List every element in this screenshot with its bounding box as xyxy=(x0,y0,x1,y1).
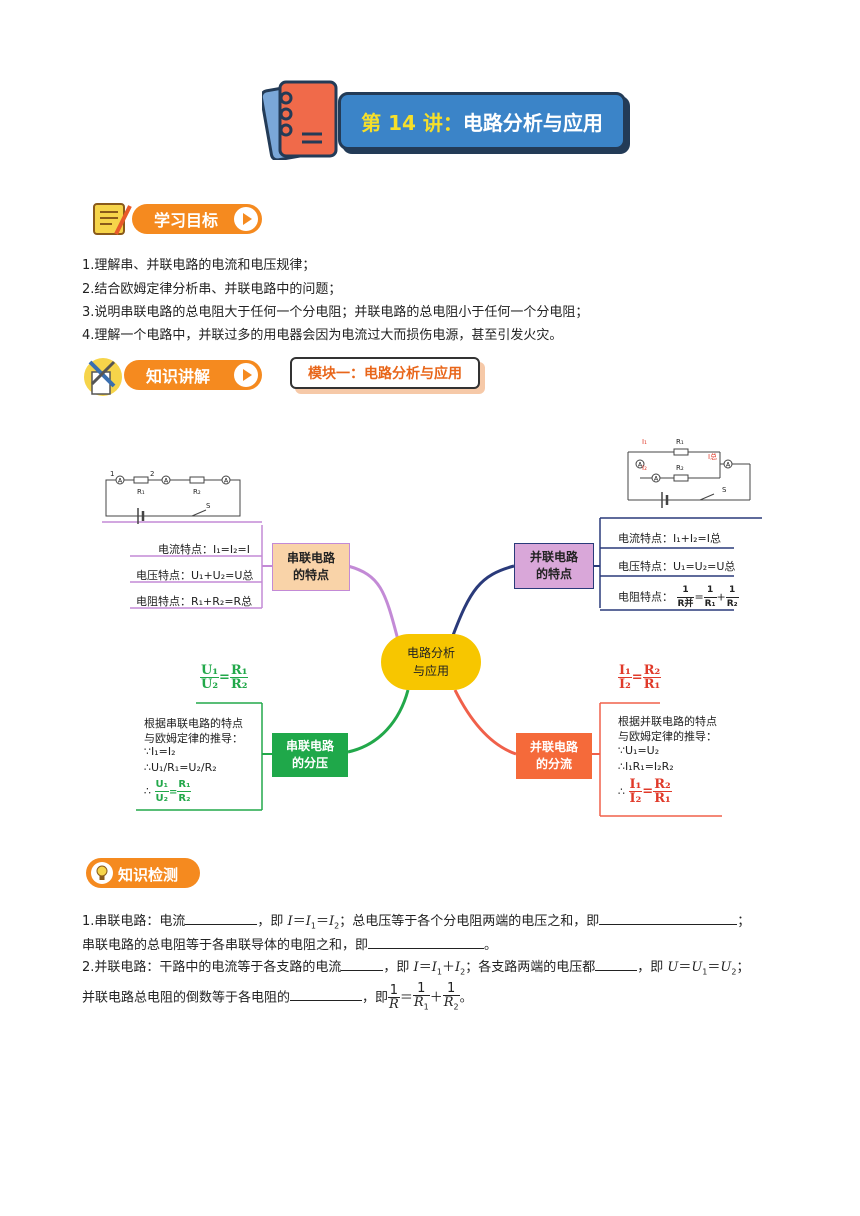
node-series-divide: 串联电路的分压 xyxy=(272,733,348,777)
play-icon xyxy=(234,207,258,231)
series-resistance-rule: 电阻特点：R₁+R₂=R总 xyxy=(136,595,253,608)
parallel-divide-line: 根据并联电路的特点 xyxy=(618,715,717,728)
parallel-divide-line: 与欧姆定律的推导： xyxy=(618,730,717,743)
goal-item: 1.理解串、并联电路的电流和电压规律； xyxy=(82,258,316,273)
module-tag: 模块一：电路分析与应用 xyxy=(290,357,480,389)
parallel-divide-line: ∴I₁R₁=I₂R₂ xyxy=(618,760,674,773)
ammeter-icon: A xyxy=(654,476,659,483)
circuit-current-label: I₂ xyxy=(642,464,647,472)
circuit-resistor-label: R₁ xyxy=(676,438,684,446)
answer-blank[interactable] xyxy=(368,936,485,949)
section-goals: 学习目标 xyxy=(132,204,262,234)
circuit-resistor-label: R₂ xyxy=(193,488,201,496)
ammeter-icon: A xyxy=(726,462,731,469)
circuit-node-label: 2 xyxy=(150,470,155,478)
ammeter-icon: A xyxy=(164,478,169,485)
notebook-icon xyxy=(262,80,338,160)
circuit-resistor-label: R₂ xyxy=(676,464,684,472)
play-icon xyxy=(234,363,258,387)
scroll-pencil-icon xyxy=(93,203,132,235)
parallel-circuit-diagram xyxy=(627,448,751,508)
section-check: 知识检测 xyxy=(86,858,200,888)
series-divide-line: 根据串联电路的特点 xyxy=(144,717,243,730)
answer-blank[interactable] xyxy=(595,958,638,971)
mindmap-center-node: 电路分析与应用 xyxy=(381,634,481,690)
parallel-current-rule: 电流特点：I₁+I₂=I总 xyxy=(618,532,721,545)
question-1-line-1: 1.串联电路：电流，即 I＝I1＝I2；总电压等于各个分电阻两端的电压之和，即； xyxy=(82,912,751,931)
circuit-current-label: I₁ xyxy=(642,438,647,446)
ammeter-icon: A xyxy=(118,478,123,485)
circuit-resistor-label: R₁ xyxy=(137,488,145,496)
node-parallel-divide: 并联电路的分流 xyxy=(516,733,592,779)
tools-icon xyxy=(84,358,122,396)
goal-item: 2.结合欧姆定律分析串、并联电路中的问题； xyxy=(82,282,342,297)
circuit-current-label: I总 xyxy=(708,453,718,461)
ammeter-icon: A xyxy=(224,478,229,485)
series-divide-line: 与欧姆定律的推导： xyxy=(144,732,243,745)
node-series-features: 串联电路的特点 xyxy=(272,543,350,591)
node-parallel-features: 并联电路的特点 xyxy=(514,543,594,589)
question-2-line-1: 2.并联电路：干路中的电流等于各支路的电流，即 I＝I1＋I2；各支路两端的电压… xyxy=(82,958,750,977)
question-1-line-2: 串联电路的总电阻等于各串联导体的电阻之和，即。 xyxy=(82,936,498,953)
section-knowledge: 知识讲解 xyxy=(124,360,262,390)
parallel-divide-line: ∵U₁=U₂ xyxy=(618,744,660,757)
answer-blank[interactable] xyxy=(290,988,363,1002)
series-divide-line: ∵I₁=I₂ xyxy=(144,745,176,758)
circuit-switch-label: S xyxy=(722,486,727,494)
answer-blank[interactable] xyxy=(185,912,258,925)
answer-blank[interactable] xyxy=(341,958,384,971)
lesson-title: 第 14 讲 ： 电路分析与应用 xyxy=(338,92,626,150)
series-voltage-rule: 电压特点：U₁+U₂=U总 xyxy=(136,569,254,582)
circuit-switch-label: S xyxy=(206,502,211,510)
goal-item: 3.说明串联电路的总电阻大于任何一个分电阻；并联电路的总电阻小于任何一个分电阻； xyxy=(82,305,589,320)
parallel-voltage-rule: 电压特点：U₁=U₂=U总 xyxy=(618,560,736,573)
series-current-rule: 电流特点：I₁=I₂=I xyxy=(158,543,250,556)
answer-blank[interactable] xyxy=(599,912,738,925)
series-divide-line: ∴U₁/R₁=U₂/R₂ xyxy=(144,761,217,774)
ammeter-icon: A xyxy=(638,462,643,469)
lightbulb-icon xyxy=(91,862,113,884)
series-circuit-diagram xyxy=(105,475,241,524)
mindmap-connectors: A A A A A A xyxy=(102,448,762,817)
goal-item: 4.理解一个电路中，并联过多的用电器会因为电流过大而损伤电源，甚至引发火灾。 xyxy=(82,328,563,343)
circuit-node-label: 1 xyxy=(110,470,115,478)
